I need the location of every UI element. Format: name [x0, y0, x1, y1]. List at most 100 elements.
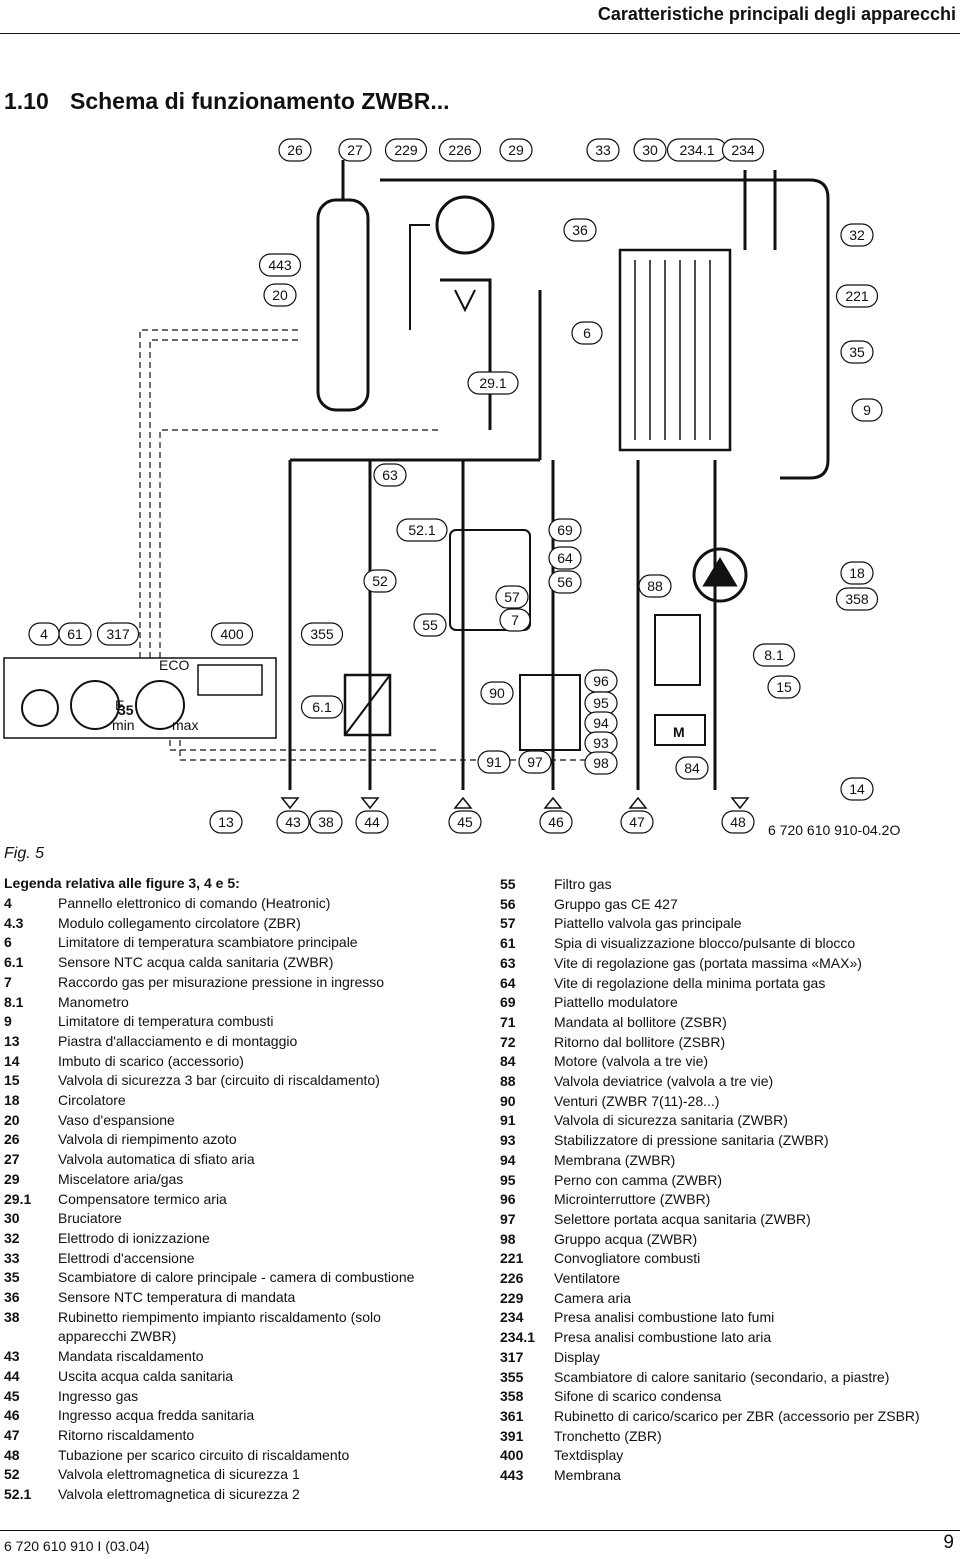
panel-min-label: min [112, 717, 135, 733]
callout-label: 8.1 [764, 647, 784, 663]
legend-code: 20 [4, 1111, 20, 1128]
legend-code: 71 [500, 1013, 516, 1030]
callout-label: 90 [489, 685, 505, 701]
callout-label: 15 [776, 679, 792, 695]
callout-c56: 56 [548, 570, 582, 594]
legend-text: Vaso d'espansione [58, 1111, 175, 1128]
callout-c33: 33 [586, 138, 620, 162]
legend-text: Membrana [554, 1467, 621, 1484]
legend-code: 72 [500, 1033, 516, 1050]
legend-text: Gruppo acqua (ZWBR) [554, 1230, 698, 1247]
callout-label: 7 [511, 612, 519, 628]
legend-code: 90 [500, 1092, 516, 1109]
panel-e-label: E [115, 697, 124, 713]
footer-rule [0, 1530, 960, 1531]
callout-label: 45 [457, 814, 473, 830]
panel-max-label: max [172, 717, 198, 733]
legend-text: Valvola di sicurezza 3 bar (circuito di … [58, 1072, 380, 1089]
callout-label: 355 [310, 626, 334, 642]
callout-label: 91 [486, 754, 502, 770]
header-rule [0, 33, 960, 34]
legend-text: Valvola elettromagnetica di sicurezza 2 [58, 1486, 300, 1503]
callout-c98: 98 [584, 751, 618, 775]
callout-label: 33 [595, 142, 611, 158]
callout-c8-1: 8.1 [752, 643, 796, 667]
callout-c30: 30 [633, 138, 667, 162]
legend-code: 234 [500, 1309, 524, 1326]
legend-code: 6 [4, 934, 12, 951]
figure-code: 6 720 610 910-04.2O [768, 822, 900, 838]
callout-c29: 29 [499, 138, 533, 162]
callout-label: 69 [557, 522, 573, 538]
legend-code: 26 [4, 1131, 20, 1148]
legend-text: Membrana (ZWBR) [554, 1151, 676, 1168]
callout-c38: 38 [309, 810, 343, 834]
legend-text: Limitatore di temperatura combusti [58, 1013, 274, 1030]
callout-label: 44 [364, 814, 380, 830]
callout-label: 400 [220, 626, 244, 642]
callout-label: 63 [382, 467, 398, 483]
callout-label: 221 [845, 288, 869, 304]
callout-c64: 64 [548, 546, 582, 570]
callout-c45: 45 [448, 810, 482, 834]
callout-label: 93 [593, 735, 609, 751]
callout-label: 9 [863, 402, 871, 418]
callout-c91: 91 [477, 750, 511, 774]
callout-label: 97 [527, 754, 543, 770]
callout-c84: 84 [675, 756, 709, 780]
legend-code: 7 [4, 973, 12, 990]
legend-text: Piattello modulatore [554, 994, 678, 1011]
callout-label: 443 [268, 257, 292, 273]
callout-c95: 95 [584, 691, 618, 715]
legend-code: 96 [500, 1191, 516, 1208]
legend-code: 47 [4, 1426, 20, 1443]
legend-code: 8.1 [4, 993, 24, 1010]
callout-c443: 443 [258, 253, 302, 277]
callout-label: 52.1 [408, 522, 435, 538]
legend-code: 91 [500, 1112, 516, 1129]
callout-label: 95 [593, 695, 609, 711]
legend-text: Ventilatore [554, 1270, 621, 1287]
legend-code: 98 [500, 1230, 516, 1247]
legend-code: 45 [4, 1387, 20, 1404]
callout-label: 36 [572, 222, 588, 238]
legend-code: 43 [4, 1348, 20, 1365]
legend-code [4, 1327, 58, 1347]
page-header: Caratteristiche principali degli apparec… [0, 0, 960, 34]
callout-c90: 90 [480, 681, 514, 705]
legend-code: 64 [500, 974, 516, 991]
legend-text: Motore (valvola a tre vie) [554, 1053, 709, 1070]
callout-label: 47 [629, 814, 645, 830]
legend-text: Miscelatore aria/gas [58, 1170, 184, 1187]
legend-item: 98 Gruppo acqua (ZWBR) [500, 1230, 960, 1250]
callout-c69: 69 [548, 518, 582, 542]
legend-text: Sensore NTC temperatura di mandata [58, 1289, 296, 1306]
legend-code: 94 [500, 1151, 516, 1168]
legend-code: 221 [500, 1250, 524, 1267]
legend-code: 97 [500, 1210, 516, 1227]
legend-code: 6.1 [4, 954, 24, 971]
legend-text: Vite di regolazione gas (portata massima… [554, 954, 862, 971]
legend-code: 32 [4, 1229, 20, 1246]
legend-code: 56 [500, 895, 516, 912]
